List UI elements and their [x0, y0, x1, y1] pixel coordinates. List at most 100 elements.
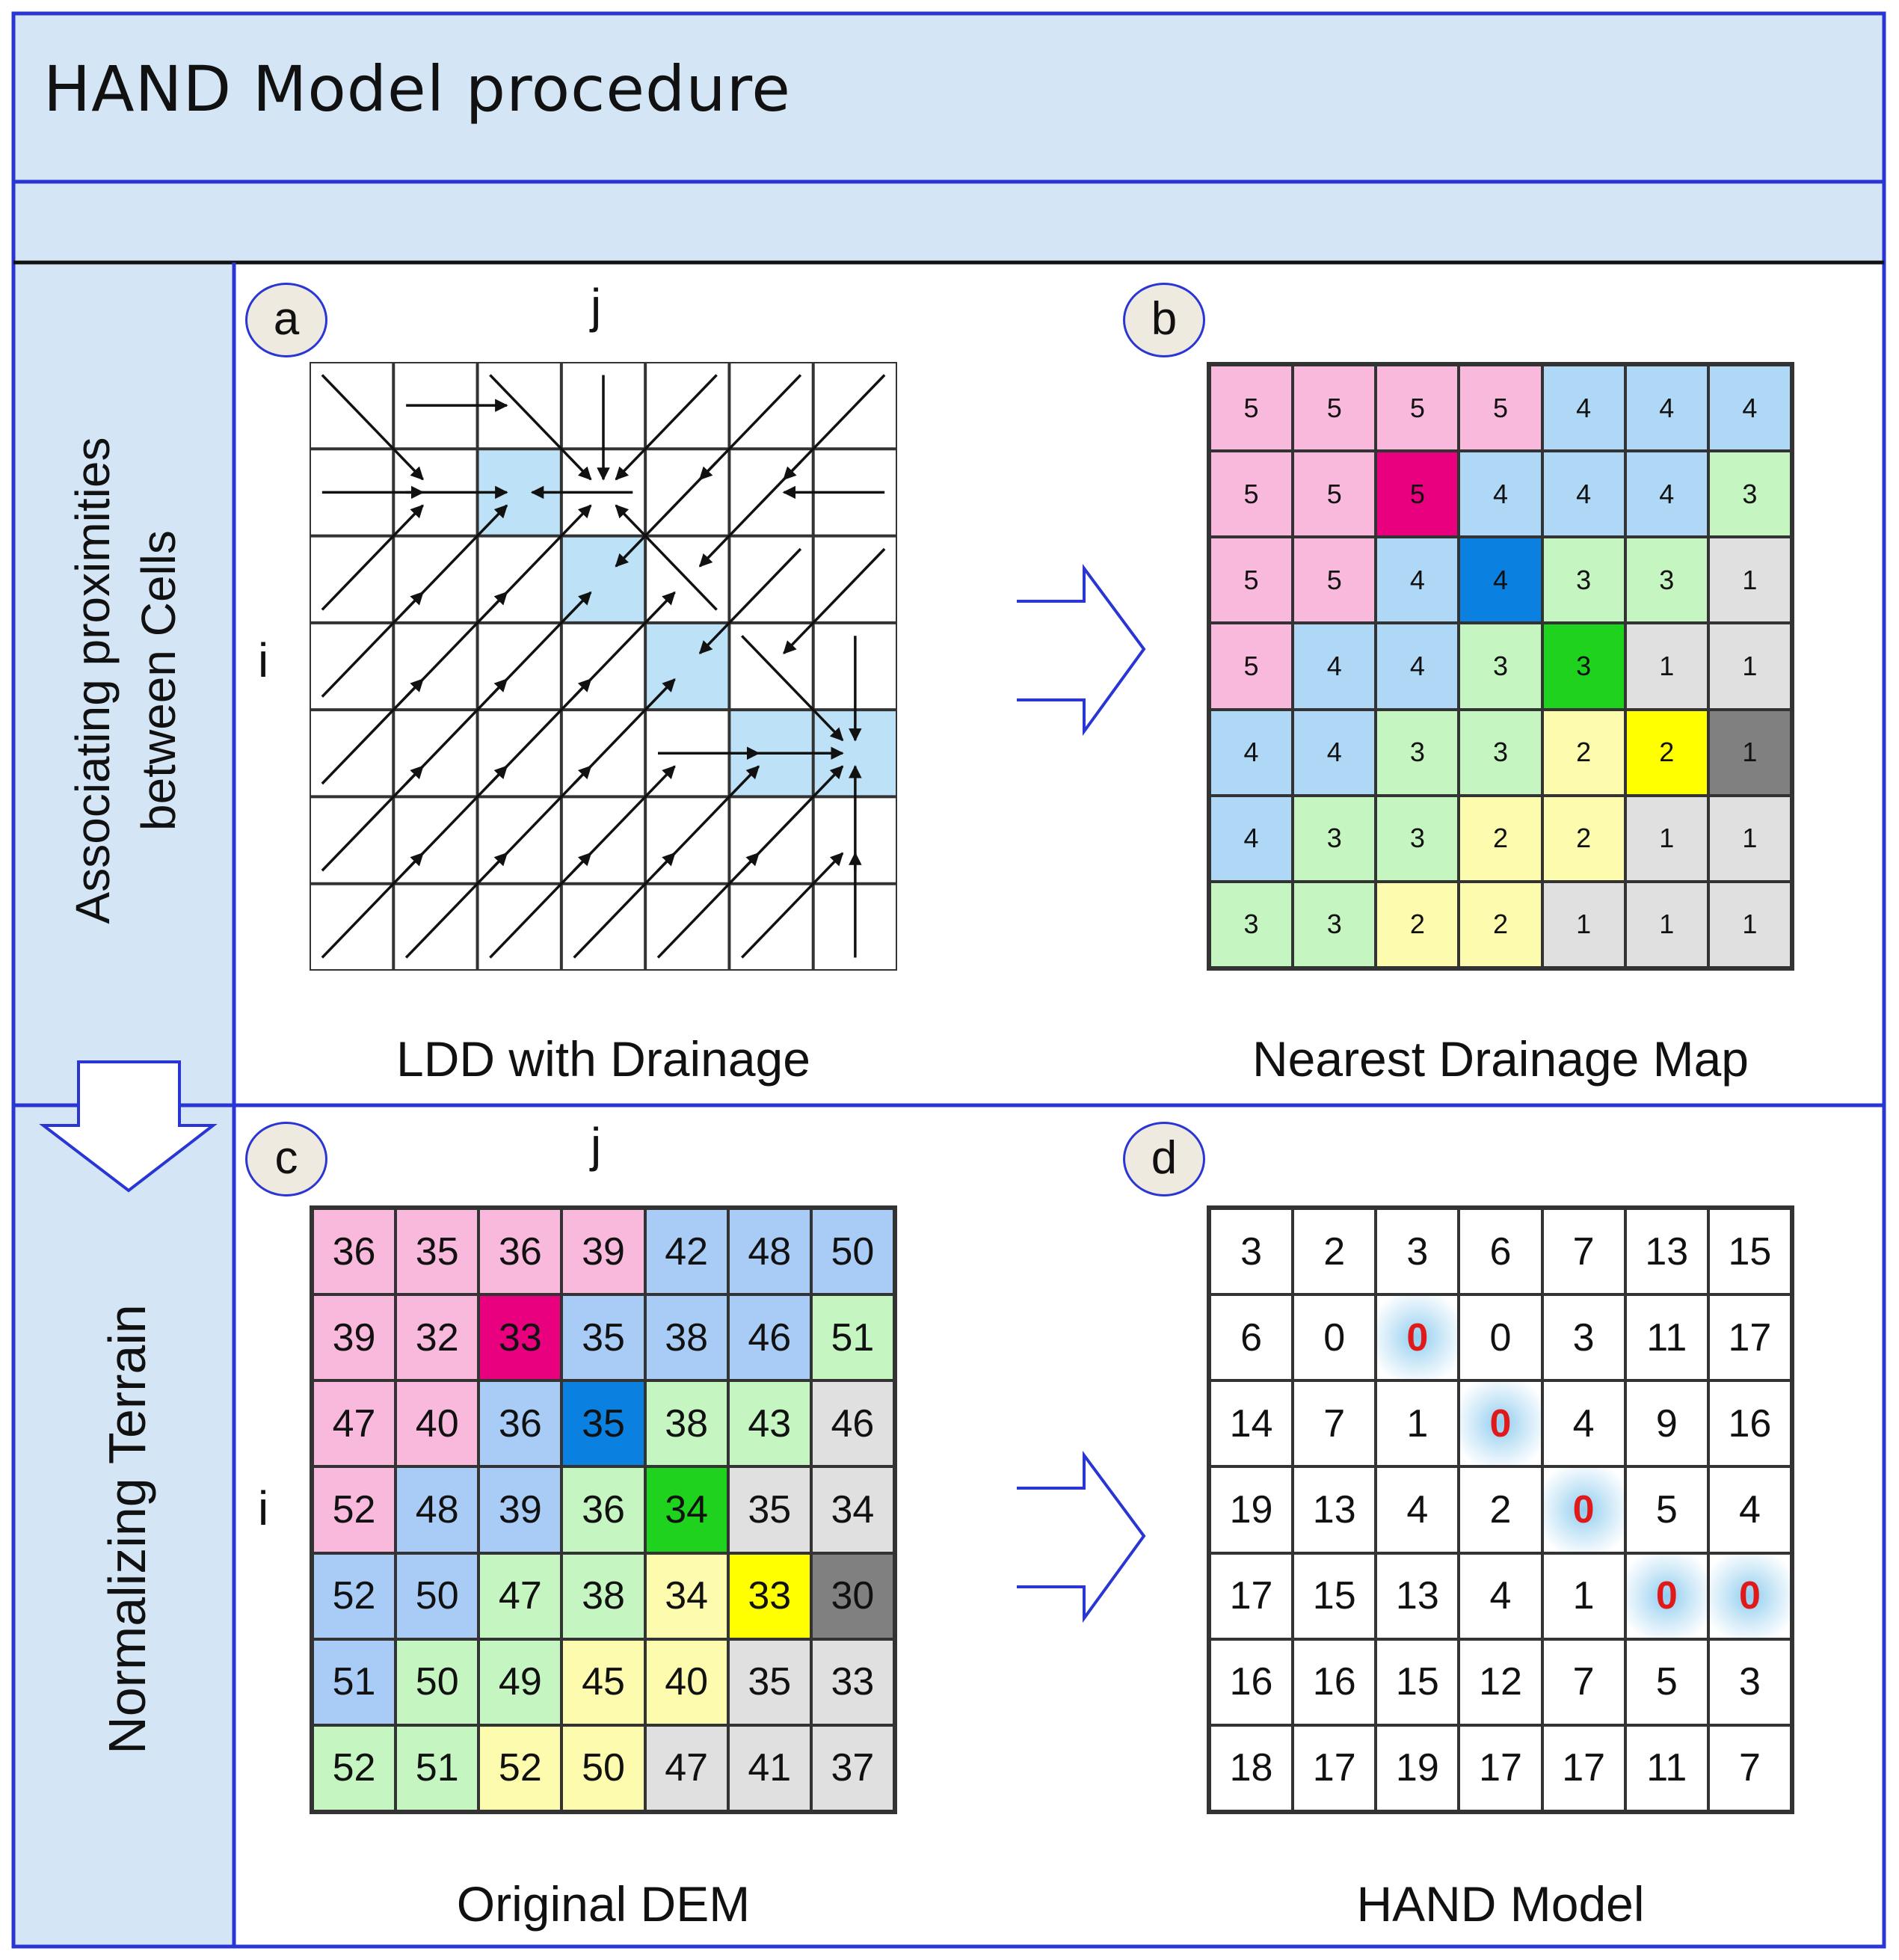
- original-dem-cell: 34: [810, 1466, 894, 1553]
- original-dem-cell: 35: [561, 1380, 645, 1467]
- hand-model-cell: 4: [1708, 1466, 1791, 1553]
- outer-frame: [11, 11, 1886, 1949]
- original-dem-cell: 50: [396, 1552, 479, 1639]
- nearest-drainage-cell: 4: [1210, 795, 1293, 882]
- flow-arrow: [321, 504, 424, 611]
- nearest-drainage-cell: 3: [1625, 537, 1708, 624]
- panel-d-badge: d: [1123, 1122, 1205, 1196]
- hand-model-cell: 17: [1293, 1724, 1376, 1811]
- ldd-grid: [310, 362, 897, 971]
- flow-arrow: [321, 591, 424, 698]
- flow-arrow: [741, 635, 844, 742]
- original-dem-cell: 39: [478, 1466, 562, 1553]
- hand-model-cell: 12: [1459, 1638, 1542, 1725]
- nearest-drainage-cell: 4: [1376, 623, 1459, 710]
- hand-model-cell: 7: [1293, 1380, 1376, 1467]
- hand-model-cell: 5: [1625, 1638, 1708, 1725]
- nearest-drainage-cell: 4: [1376, 537, 1459, 624]
- hand-model-cell: 0: [1376, 1294, 1459, 1381]
- original-dem-cell: 34: [644, 1552, 728, 1639]
- panel-a-axis-j: j: [591, 279, 602, 333]
- panel-a-axis-i: i: [258, 633, 269, 687]
- nearest-drainage-cell: 2: [1459, 795, 1542, 882]
- nearest-drainage-cell: 4: [1625, 451, 1708, 538]
- nearest-drainage-cell: 1: [1708, 881, 1791, 968]
- hand-model-cell: 14: [1210, 1380, 1293, 1467]
- original-dem-cell: 47: [313, 1380, 396, 1467]
- original-dem-cell: 38: [644, 1294, 728, 1381]
- hand-model-cell: 15: [1376, 1638, 1459, 1725]
- original-dem-cell: 38: [644, 1380, 728, 1467]
- hand-model-cell: 0: [1459, 1380, 1542, 1467]
- section-label-top: Associating proximities between Cells: [66, 437, 185, 924]
- panel-b-badge: b: [1123, 283, 1205, 357]
- nearest-drainage-cell: 1: [1625, 881, 1708, 968]
- original-dem-cell: 36: [478, 1380, 562, 1467]
- original-dem-cell: 47: [644, 1724, 728, 1811]
- original-dem-cell: 40: [644, 1638, 728, 1725]
- original-dem-cell: 52: [313, 1724, 396, 1811]
- original-dem-cell: 51: [396, 1724, 479, 1811]
- section-down-arrow: [39, 1060, 218, 1193]
- original-dem-cell: 51: [313, 1638, 396, 1725]
- original-dem-cell: 52: [478, 1724, 562, 1811]
- hand-model-cell: 3: [1708, 1638, 1791, 1725]
- original-dem-cell: 42: [644, 1208, 728, 1295]
- hand-model-cell: 4: [1459, 1552, 1542, 1639]
- nearest-drainage-cell: 4: [1293, 623, 1376, 710]
- original-dem-cell: 33: [478, 1294, 562, 1381]
- original-dem-cell: 36: [561, 1466, 645, 1553]
- nearest-drainage-cell: 5: [1293, 537, 1376, 624]
- hand-model-cell: 18: [1210, 1724, 1293, 1811]
- nearest-drainage-cell: 2: [1459, 881, 1542, 968]
- panel-c-axis-j: j: [591, 1118, 602, 1172]
- original-dem-cell: 50: [561, 1724, 645, 1811]
- figure-title: HAND Model procedure: [43, 52, 791, 126]
- hand-model-cell: 4: [1542, 1380, 1625, 1467]
- original-dem-cell: 35: [727, 1638, 811, 1725]
- nearest-drainage-cell: 2: [1625, 709, 1708, 796]
- original-dem-cell: 48: [396, 1466, 479, 1553]
- hand-model-cell: 17: [1708, 1294, 1791, 1381]
- nearest-drainage-cell: 3: [1293, 881, 1376, 968]
- nearest-drainage-cell: 5: [1210, 365, 1293, 452]
- hand-model-cell: 16: [1708, 1380, 1791, 1467]
- original-dem-cell: 47: [478, 1552, 562, 1639]
- panel-a-badge: a: [245, 283, 327, 357]
- original-dem-cell: 45: [561, 1638, 645, 1725]
- hand-model-cell: 4: [1376, 1466, 1459, 1553]
- hand-model-cell: 9: [1625, 1380, 1708, 1467]
- original-dem-cell: 51: [810, 1294, 894, 1381]
- nearest-drainage-cell: 1: [1708, 623, 1791, 710]
- flow-arrow: [741, 852, 844, 959]
- panel-d-caption: HAND Model: [1356, 1876, 1645, 1932]
- hand-model-cell: 3: [1542, 1294, 1625, 1381]
- original-dem-cell: 46: [727, 1294, 811, 1381]
- nearest-drainage-cell: 4: [1459, 451, 1542, 538]
- nearest-drainage-cell: 3: [1376, 795, 1459, 882]
- hand-model-cell: 11: [1625, 1294, 1708, 1381]
- flow-arrow: [321, 374, 424, 481]
- original-dem-cell: 43: [727, 1380, 811, 1467]
- original-dem-cell: 32: [396, 1294, 479, 1381]
- flow-arrow: [321, 852, 424, 959]
- original-dem-cell: 40: [396, 1380, 479, 1467]
- panel-a-caption: LDD with Drainage: [396, 1031, 810, 1087]
- hand-model-cell: 2: [1293, 1208, 1376, 1295]
- hand-model-cell: 0: [1542, 1466, 1625, 1553]
- nearest-drainage-cell: 5: [1293, 451, 1376, 538]
- nearest-drainage-cell: 5: [1210, 451, 1293, 538]
- hand-model-cell: 2: [1459, 1466, 1542, 1553]
- hand-model-cell: 17: [1210, 1552, 1293, 1639]
- original-dem-cell: 41: [727, 1724, 811, 1811]
- hand-model-cell: 13: [1625, 1208, 1708, 1295]
- original-dem-cell: 46: [810, 1380, 894, 1467]
- hand-model-cell: 15: [1708, 1208, 1791, 1295]
- original-dem-cell: 33: [810, 1638, 894, 1725]
- nearest-drainage-cell: 5: [1210, 537, 1293, 624]
- hand-model-cell: 13: [1293, 1466, 1376, 1553]
